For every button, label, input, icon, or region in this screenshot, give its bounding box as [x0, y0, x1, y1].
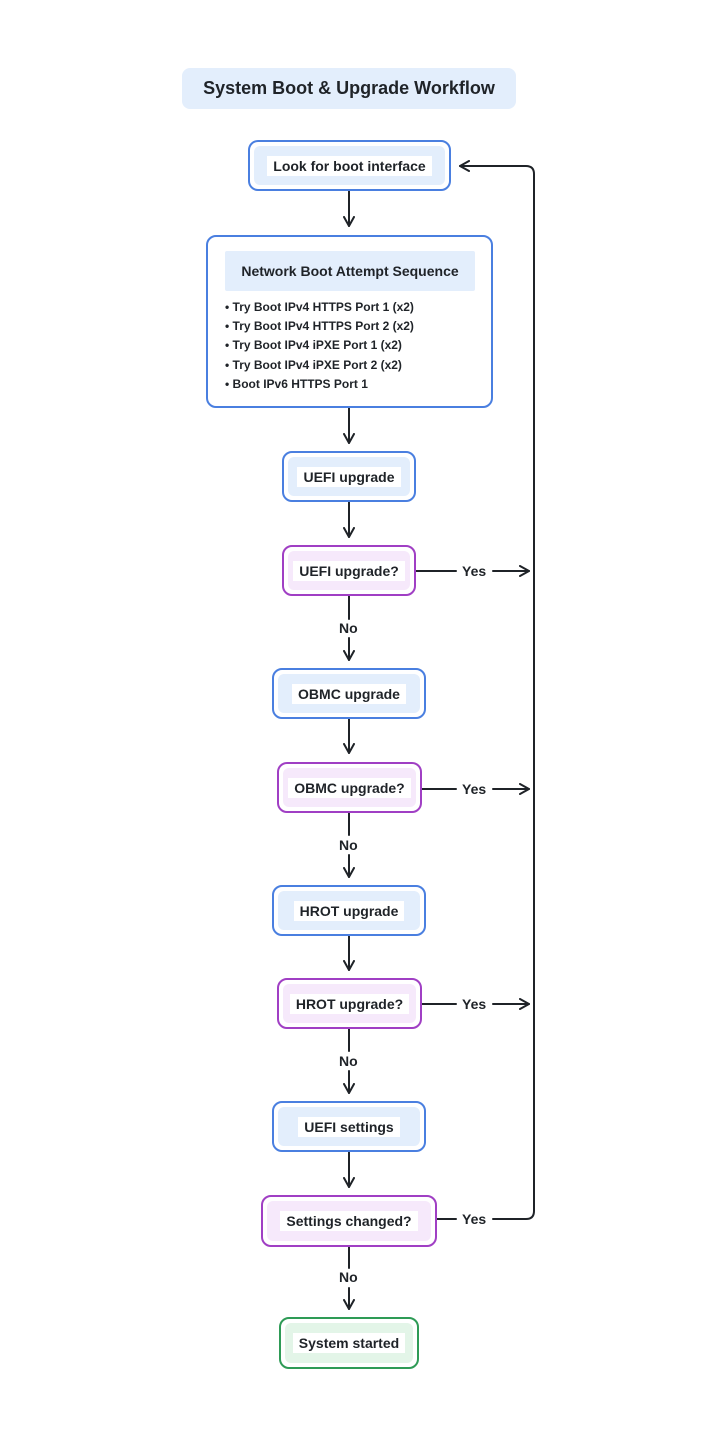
- edge-label-no: No: [339, 1269, 358, 1285]
- list-item: Try Boot IPv4 HTTPS Port 2 (x2): [225, 317, 414, 336]
- network-boot-sequence-group: Network Boot Attempt Sequence Try Boot I…: [206, 235, 493, 408]
- list-item: Try Boot IPv4 iPXE Port 2 (x2): [225, 356, 414, 375]
- list-item: Boot IPv6 HTTPS Port 1: [225, 375, 414, 394]
- node-label: UEFI upgrade: [297, 466, 401, 487]
- decision-label: Settings changed?: [280, 1211, 418, 1231]
- node-uefi-upgrade: UEFI upgrade: [282, 451, 416, 502]
- node-uefi-settings: UEFI settings: [272, 1101, 426, 1152]
- node-hrot-upgrade: HROT upgrade: [272, 885, 426, 936]
- edge-label-yes: Yes: [462, 563, 487, 579]
- edge-label-yes: Yes: [462, 1211, 487, 1227]
- edge-label-yes: Yes: [462, 781, 487, 797]
- edge-label-no: No: [339, 837, 358, 853]
- decision-label: UEFI upgrade?: [293, 560, 405, 581]
- diagram-title: System Boot & Upgrade Workflow: [182, 68, 516, 109]
- decision-hrot-upgrade: HROT upgrade?: [277, 978, 422, 1029]
- decision-obmc-upgrade: OBMC upgrade?: [277, 762, 422, 813]
- decision-label: HROT upgrade?: [289, 993, 410, 1014]
- node-look-for-boot: Look for boot interface: [248, 140, 451, 191]
- edge-label-no: No: [339, 620, 358, 636]
- decision-uefi-upgrade: UEFI upgrade?: [282, 545, 416, 596]
- node-system-started: System started: [279, 1317, 419, 1369]
- node-obmc-upgrade: OBMC upgrade: [272, 668, 426, 719]
- node-label: System started: [292, 1333, 406, 1353]
- node-label: Look for boot interface: [267, 155, 432, 176]
- list-item: Try Boot IPv4 iPXE Port 1 (x2): [225, 336, 414, 355]
- loop-back-path: [459, 160, 535, 1220]
- node-label: HROT upgrade: [293, 900, 405, 921]
- list-item: Try Boot IPv4 HTTPS Port 1 (x2): [225, 298, 414, 317]
- decision-label: OBMC upgrade?: [288, 777, 411, 798]
- edge-label-yes: Yes: [462, 996, 487, 1012]
- edge-label-no: No: [339, 1053, 358, 1069]
- network-boot-sequence-title: Network Boot Attempt Sequence: [225, 251, 475, 291]
- node-label: UEFI settings: [298, 1116, 400, 1137]
- node-label: OBMC upgrade: [292, 683, 406, 704]
- decision-settings-changed: Settings changed?: [261, 1195, 437, 1247]
- network-boot-steps: Try Boot IPv4 HTTPS Port 1 (x2) Try Boot…: [225, 298, 414, 394]
